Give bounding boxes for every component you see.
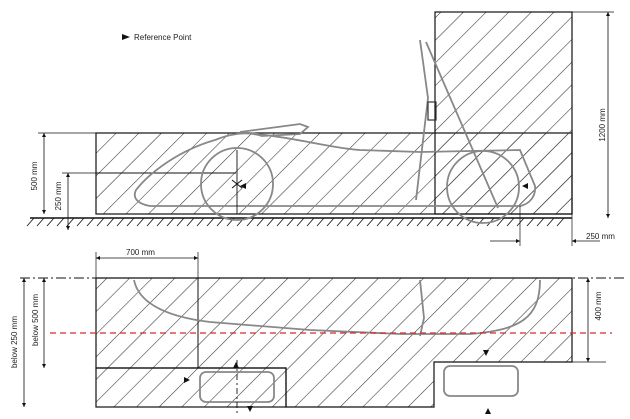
ground-line	[26, 217, 572, 227]
dim-1200mm: 1200 mm	[572, 11, 614, 218]
legend: Reference Point	[122, 33, 192, 42]
svg-text:1200 mm: 1200 mm	[598, 108, 607, 142]
svg-text:below 250 mm: below 250 mm	[10, 316, 19, 368]
reference-point-icon	[122, 34, 130, 40]
svg-text:250 mm: 250 mm	[54, 181, 63, 210]
dim-250mm-offset: 250 mm	[490, 206, 615, 246]
dim-400mm: 400 mm	[572, 278, 606, 363]
svg-text:250 mm: 250 mm	[586, 232, 615, 241]
legend-label: Reference Point	[134, 33, 192, 42]
car-side-profile	[133, 39, 536, 224]
dim-below-250mm: below 250 mm	[10, 278, 26, 407]
dim-700mm: 700 mm	[95, 248, 199, 278]
template-zone-bottom	[95, 277, 573, 408]
dim-below-500mm: below 500 mm	[31, 278, 46, 368]
svg-text:500 mm: 500 mm	[30, 161, 39, 190]
wheel-reference-arrows	[184, 350, 491, 414]
reference-point-marker	[231, 150, 528, 214]
dim-500mm: 500 mm	[30, 132, 96, 214]
front-reference-arrow	[522, 183, 528, 189]
svg-text:below 500 mm: below 500 mm	[31, 294, 40, 346]
driver-head-marker	[427, 101, 437, 121]
template-zone-upper	[434, 11, 573, 215]
svg-text:400 mm: 400 mm	[594, 291, 603, 320]
svg-text:700 mm: 700 mm	[126, 248, 155, 257]
dim-250mm: 250 mm	[54, 172, 96, 230]
